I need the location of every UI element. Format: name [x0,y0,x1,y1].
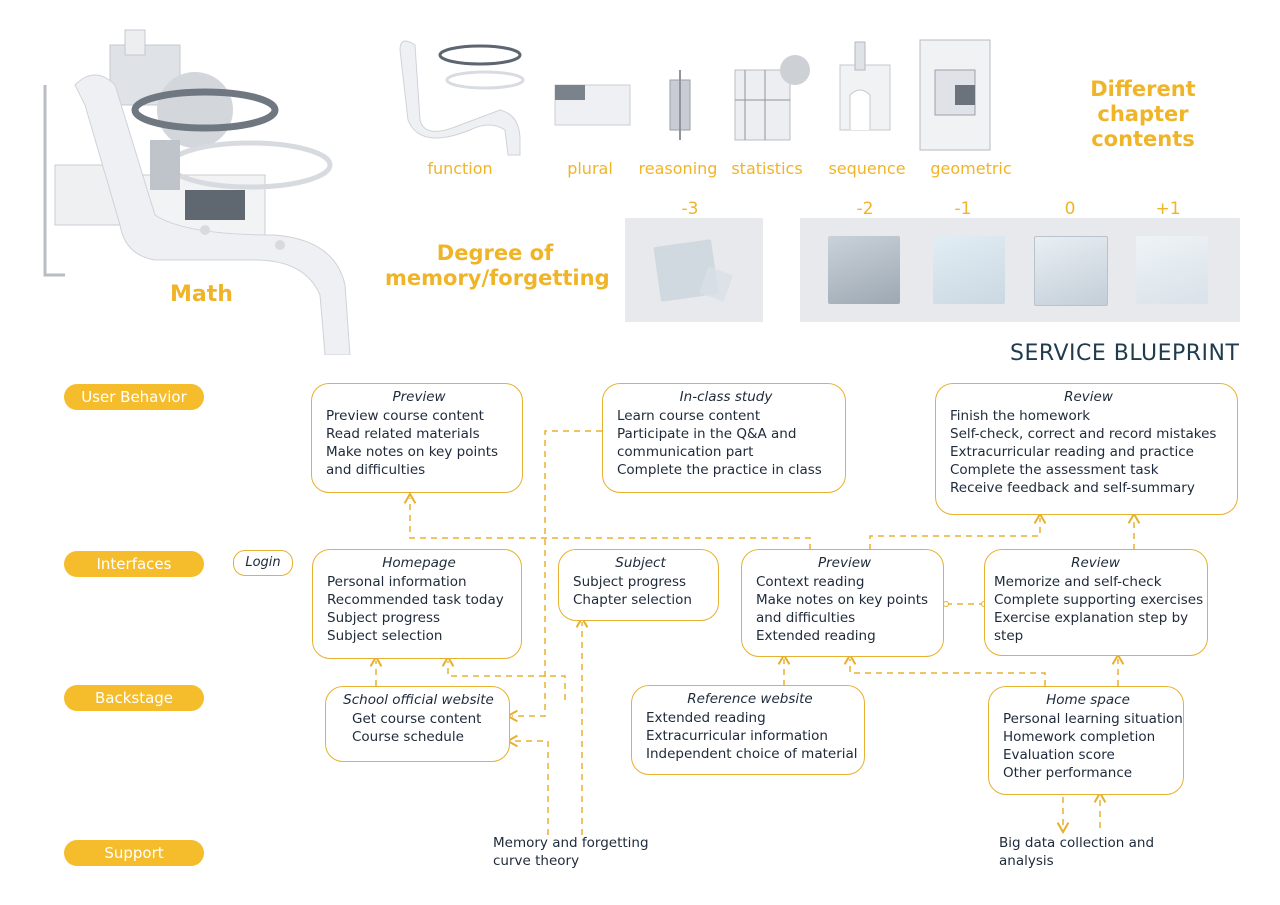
chapter-label-sequence: sequence [828,159,906,178]
list-item: Complete the assessment task [950,462,1159,478]
degree-label-plus1: +1 [1155,199,1181,219]
chapters-title: Different chapter contents [1090,77,1196,151]
list-item: Exercise explanation step by [994,610,1189,626]
bs-reference-box: Reference website Extended reading Extra… [631,685,865,775]
chapter-label-geometric: geometric [930,159,1012,178]
list-item: Self-check, correct and record mistakes [950,426,1217,442]
list-item: Chapter selection [573,592,692,608]
support-line: curve theory [493,853,580,869]
list-item: Subject progress [327,610,441,626]
chapter-label-statistics: statistics [731,159,803,178]
box-title: Review [1064,389,1113,405]
degree-image-strip [800,218,1240,322]
list-item: Extracurricular information [646,728,828,744]
box-title: School official website [343,692,494,708]
support-memory-theory: Memory and forgetting curve theory [493,834,649,870]
list-item: and difficulties [326,462,426,478]
support-big-data: Big data collection and analysis [999,834,1154,870]
box-title: Homepage [382,555,456,571]
box-title: Review [1071,555,1120,571]
list-item: Participate in the Q&A and [617,426,797,442]
list-item: step [994,628,1024,644]
if-subject-box: Subject Subject progress Chapter selecti… [558,549,719,621]
box-title: Subject [615,555,666,571]
chapter-label-plural: plural [567,159,613,178]
cube-0 [1034,236,1108,306]
list-item: Memorize and self-check [994,574,1162,590]
chapter-label-function: function [427,159,493,178]
chapter-objects-illustration [399,39,991,156]
lane-user-behavior: User Behavior [64,384,204,410]
cube-plus1 [1136,236,1208,304]
list-item: Course schedule [352,729,464,745]
bs-school-box: School official website Get course conte… [325,686,510,762]
list-item: Preview course content [326,408,484,424]
lane-support: Support [64,840,204,866]
list-item: Make notes on key points [756,592,929,608]
ub-review-box: Review Finish the homework Self-check, c… [935,383,1238,515]
if-preview-box: Preview Context reading Make notes on ke… [741,549,944,657]
list-item: Recommended task today [327,592,504,608]
list-item: Personal information [327,574,467,590]
support-line: analysis [999,853,1054,869]
list-item: Receive feedback and self-summary [950,480,1195,496]
list-item: Extended reading [756,628,876,644]
list-item: Get course content [352,711,482,727]
list-item: Subject progress [573,574,687,590]
list-item: Extended reading [646,710,766,726]
login-pill: Login [233,550,293,576]
box-title: Home space [1046,692,1130,708]
degree-label-minus1: -1 [954,199,972,219]
box-title: Preview [817,555,872,571]
list-item: Subject selection [327,628,443,644]
degree-label-minus2: -2 [856,199,874,219]
ub-inclass-box: In-class study Learn course content Part… [602,383,846,493]
ub-preview-box: Preview Preview course content Read rela… [311,383,523,493]
list-item: Read related materials [326,426,480,442]
list-item: Homework completion [1003,729,1156,745]
support-line: Big data collection and [999,835,1155,851]
list-item: Learn course content [617,408,761,424]
list-item: communication part [617,444,754,460]
cube-minus1 [933,236,1005,304]
memory-title: Degree of memory/forgetting [385,241,610,290]
degree-image-minus3 [625,218,763,322]
list-item: Independent choice of material [646,746,858,762]
if-homepage-box: Homepage Personal information Recommende… [312,549,522,659]
list-item: Make notes on key points [326,444,499,460]
chapter-label-reasoning: reasoning [638,159,718,178]
list-item: Other performance [1003,765,1133,781]
if-review-box: Review Memorize and self-check Complete … [984,549,1208,656]
list-item: and difficulties [756,610,856,626]
list-item: Complete supporting exercises [994,592,1204,608]
cube-minus2 [828,236,900,304]
lane-backstage: Backstage [64,685,204,711]
blueprint-title: SERVICE BLUEPRINT [1010,341,1240,366]
list-item: Context reading [756,574,865,590]
math-sculpture-illustration [43,29,351,355]
list-item: Personal learning situation [1003,711,1183,727]
list-item: Extracurricular reading and practice [950,444,1194,460]
box-title: In-class study [679,389,773,405]
list-item: Complete the practice in class [617,462,822,478]
box-title: Preview [392,389,446,405]
degree-label-0: 0 [1064,199,1076,219]
box-title: Reference website [687,691,813,707]
lane-interfaces: Interfaces [64,551,204,577]
list-item: Finish the homework [950,408,1091,424]
support-line: Memory and forgetting [493,835,649,851]
math-label: Math [170,282,233,307]
degree-label-minus3: -3 [681,199,699,219]
list-item: Evaluation score [1003,747,1115,763]
bs-home-box: Home space Personal learning situation H… [988,686,1184,795]
